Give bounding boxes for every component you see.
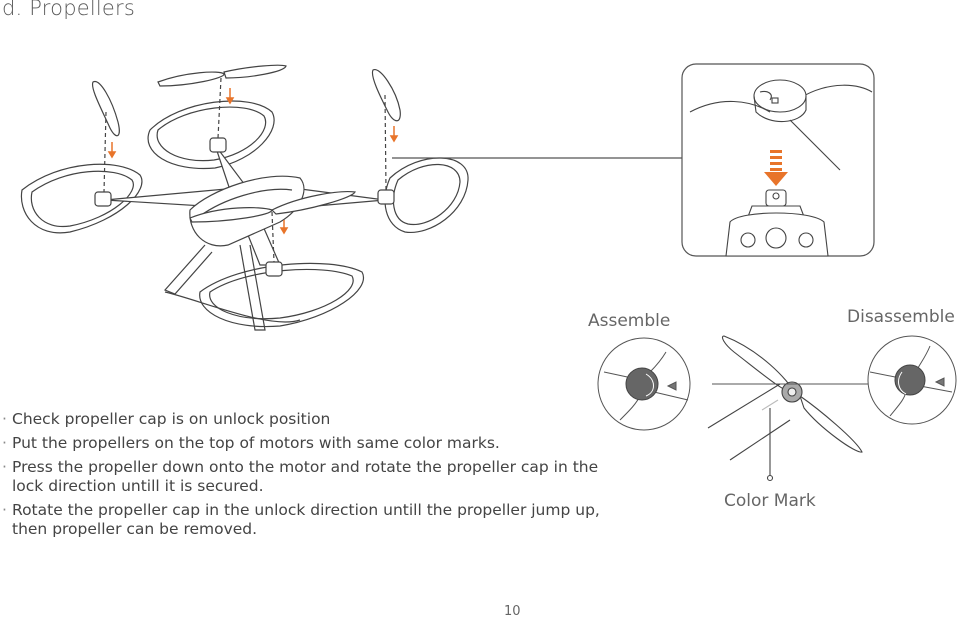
instruction-text: Press the propeller down onto the motor …	[12, 458, 599, 495]
orange-arrows	[107, 88, 399, 235]
color-mark-label: Color Mark	[724, 491, 816, 511]
section-heading: d. Propellers	[2, 0, 136, 20]
instruction-text: Put the propellers on the top of motors …	[12, 434, 500, 452]
page-number: 10	[504, 604, 521, 619]
detail-box	[681, 63, 875, 257]
instruction-item: ·Put the propellers on the top of motors…	[2, 434, 500, 452]
disassemble-label: Disassemble	[847, 307, 955, 327]
instruction-item: ·Rotate the propeller cap in the unlock …	[2, 501, 600, 538]
instruction-list: ·Check propeller cap is on unlock positi…	[2, 410, 646, 544]
assemble-diagram	[597, 337, 691, 431]
instruction-item: ·Check propeller cap is on unlock positi…	[2, 410, 331, 428]
instruction-text: Rotate the propeller cap in the unlock d…	[12, 501, 600, 538]
color-mark-propeller	[707, 335, 868, 482]
drone-drawing	[20, 64, 469, 331]
disassemble-diagram	[867, 335, 957, 425]
instruction-item: ·Press the propeller down onto the motor…	[2, 458, 599, 495]
instruction-text: Check propeller cap is on unlock positio…	[12, 410, 331, 428]
assemble-label: Assemble	[588, 311, 671, 331]
